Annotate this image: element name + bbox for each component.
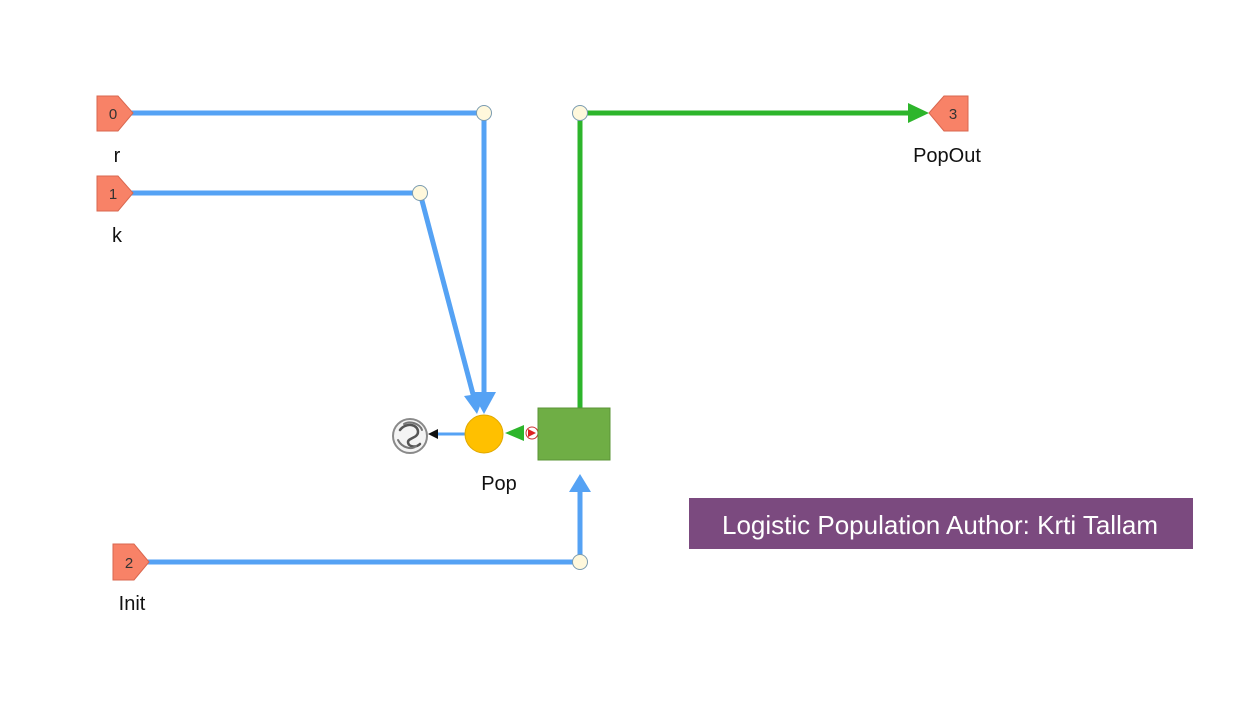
inport-init[interactable]: 2 <box>112 543 150 581</box>
inport-r-label: r <box>114 145 121 167</box>
inport-r[interactable]: 0 <box>96 95 134 132</box>
wire-node-init[interactable] <box>572 554 588 570</box>
wire-block-to-pop[interactable] <box>505 425 539 441</box>
wire-popout[interactable] <box>577 103 929 408</box>
pop-node[interactable] <box>464 414 504 454</box>
outport-popout[interactable]: 3 <box>928 95 969 132</box>
inport-r-number: 0 <box>109 106 117 123</box>
inport-init-label: Init <box>119 593 146 615</box>
inport-k-label: k <box>112 225 123 247</box>
wire-r[interactable] <box>131 110 496 414</box>
mixer-icon[interactable] <box>392 418 428 454</box>
population-block[interactable] <box>537 407 611 461</box>
wire-init[interactable] <box>147 474 591 565</box>
inport-k[interactable]: 1 <box>96 175 134 212</box>
wire-pop-to-mixer[interactable] <box>428 429 465 439</box>
annotation-box[interactable]: Logistic Population Author: Krti Tallam <box>689 498 1193 549</box>
outport-popout-label: PopOut <box>913 145 981 167</box>
annotation-text: Logistic Population Author: Krti Tallam <box>722 510 1158 540</box>
inport-k-number: 1 <box>109 186 117 203</box>
wire-k[interactable] <box>131 190 485 414</box>
outport-popout-number: 3 <box>949 106 957 123</box>
wire-node-r[interactable] <box>476 105 492 121</box>
pop-label: Pop <box>481 473 517 495</box>
inport-init-number: 2 <box>125 555 133 572</box>
wire-node-popout[interactable] <box>572 105 588 121</box>
wire-node-k[interactable] <box>412 185 428 201</box>
